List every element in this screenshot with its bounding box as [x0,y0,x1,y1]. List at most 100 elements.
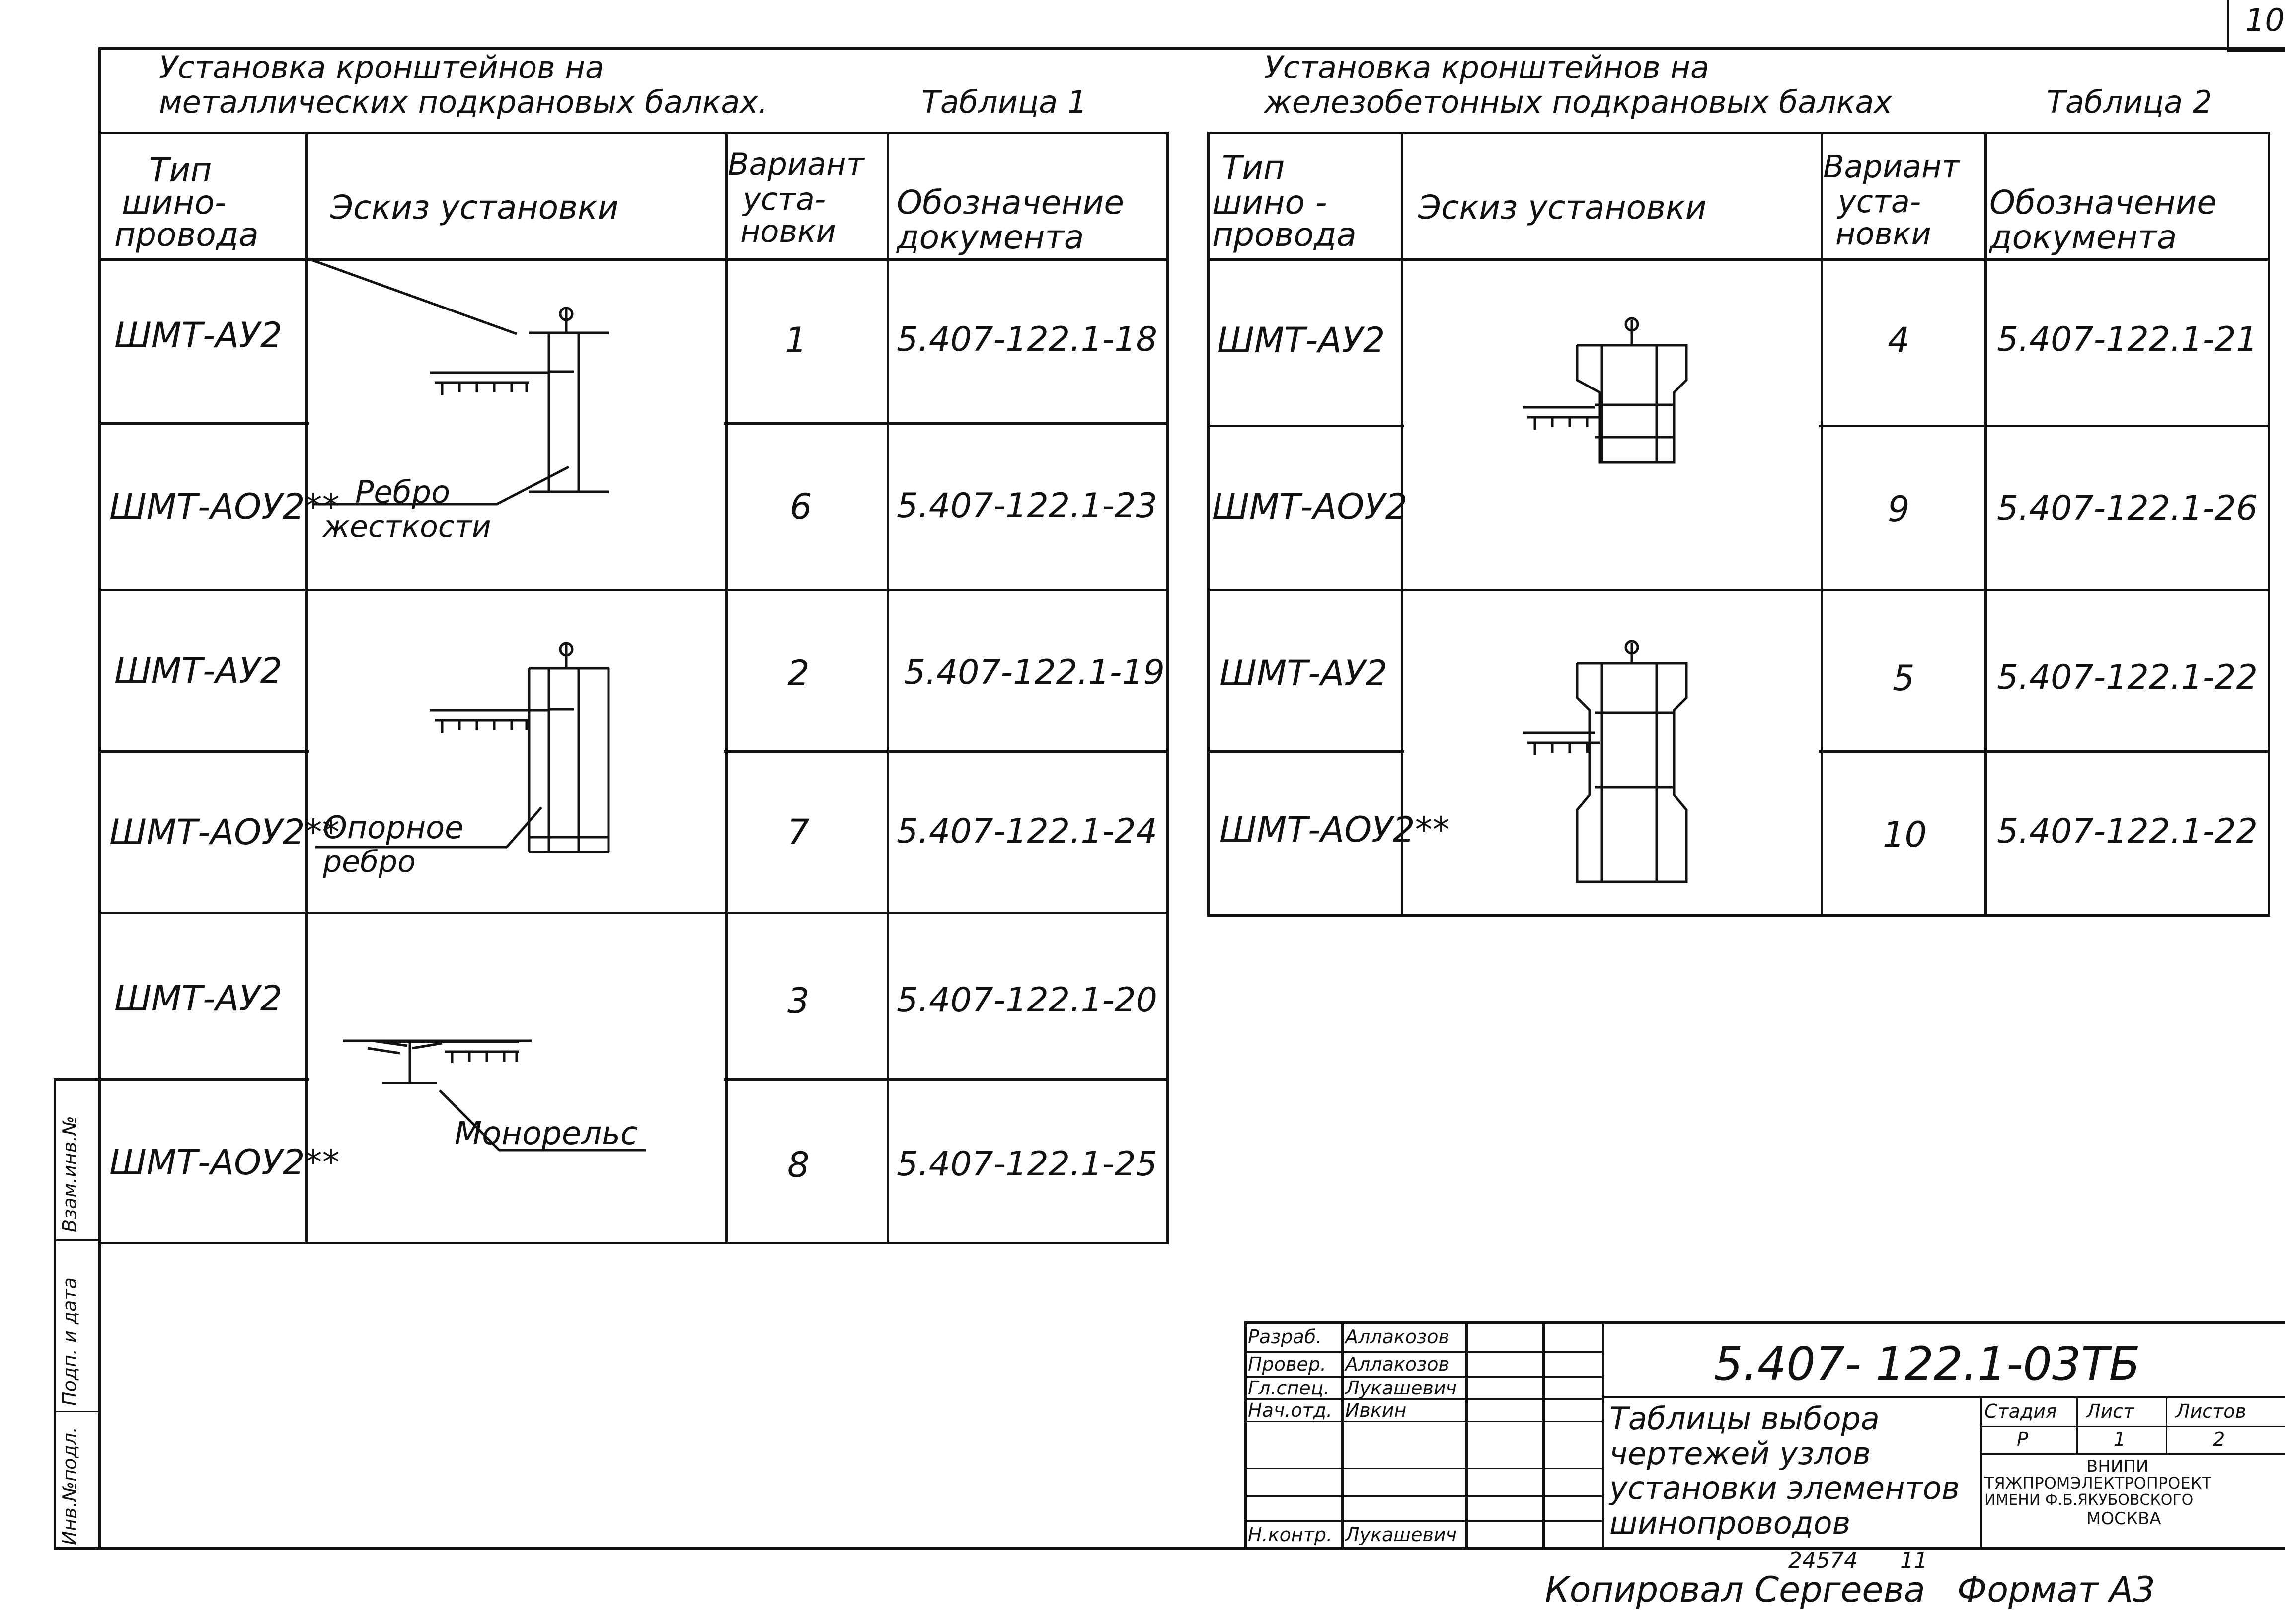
tb-role-7: Н.контр. [1248,1524,1333,1546]
tb-name-3: Лукашевич [1345,1377,1457,1399]
table2-header-variant-1: Вариант [1823,149,1960,185]
table1-row4-type: ШМТ-АОУ2** [109,812,340,852]
table1-row6-type: ШМТ-АОУ2** [109,1142,340,1183]
table2-header-variant-2: уста- [1838,183,1921,220]
side-stamp-podp: Подп. и дата [59,1277,80,1406]
table1-header-variant-2: уста- [743,181,826,217]
table2-row3-variant: 5 [1893,658,1915,698]
side-stamp-inv: Инв.№подл. [59,1426,80,1545]
side-stamp-vzam: Взам.инв.№ [59,1116,80,1232]
doc-title-line1: Таблицы выбора [1609,1400,1880,1437]
table2-header-variant-3: новки [1835,216,1931,252]
org-line1: ВНИПИ [2086,1457,2149,1476]
org-line3: ИМЕНИ Ф.Б.ЯКУБОВСКОГО [1984,1491,2194,1509]
label-support-rib: Опорное [323,809,464,846]
table1-row1-doc: 5.407-122.1-18 [897,320,1157,359]
table2-row1-doc: 5.407-122.1-21 [1997,320,2258,359]
table2-row4-doc: 5.407-122.1-22 [1997,812,2258,851]
label-rib: Ребро [355,474,451,510]
sketch-steel-beam-support [315,642,610,853]
footer-number: 24574 [1788,1548,1858,1573]
table2-row2-type: ШМТ-АОУ2** [1212,486,1443,527]
footer-format: Формат А3 [1957,1569,2155,1610]
table1-header-doc-1: Обозначение [897,183,1124,222]
table2-header-doc-2: документа [1989,218,2177,256]
tb-sheets-header: Листов [2176,1400,2246,1422]
tb-sheets: 2 [2213,1428,2225,1450]
table1-header-sketch: Эскиз установки [330,188,619,227]
side-stamp-divider [54,1239,101,1241]
table2-row4-type: ШМТ-АОУ2** [1219,809,1450,850]
footer-number-sheet: 11 [1900,1548,1928,1573]
tb-name-1: Аллакозов [1345,1326,1449,1348]
table2-row3-type: ШМТ-АУ2 [1219,653,1388,694]
table1-header-type-2: шино- [122,183,227,222]
table2-header-type-2: шино - [1212,183,1327,222]
table2-row4-variant: 10 [1883,814,1927,855]
footer-copied: Копировал Сергеева [1545,1569,1925,1610]
table1-row2-variant: 6 [790,486,812,527]
org-line2: ТЯЖПРОМЭЛЕКТРОПРОЕКТ [1984,1474,2211,1493]
label-rib-2: жесткости [323,509,491,544]
table1-row2-type: ШМТ-АОУ2** [109,486,340,527]
table2-caption-line1: Установка кронштейнов на [1264,49,1709,85]
table1-row5-type: ШМТ-АУ2 [114,978,283,1019]
tb-role-1: Разраб. [1248,1326,1322,1348]
tb-role-4: Нач.отд. [1248,1399,1333,1421]
table1-row3-doc: 5.407-122.1-19 [904,653,1165,692]
side-stamp-divider [54,1411,101,1412]
tb-name-4: Ивкин [1345,1399,1407,1421]
drawing-frame [98,47,2285,1550]
tb-role-2: Провер. [1248,1353,1326,1375]
document-designation: 5.407- 122.1-03ТБ [1714,1337,2140,1391]
table1-caption-line2: металлических подкрановых балках. [159,84,768,120]
table2-header-type-3: провода [1212,216,1357,254]
table1-header-type-3: провода [114,216,259,254]
table1-header-type-1: Тип [149,151,212,189]
table2-row2-doc: 5.407-122.1-26 [1997,489,2258,528]
table1-row1-variant: 1 [785,320,807,361]
doc-title-line3: установки элементов [1609,1470,1960,1506]
table1-row3-type: ШМТ-АУ2 [114,650,283,691]
table1-caption-line1: Установка кронштейнов на [159,49,604,85]
sketch-monorail [343,1039,646,1152]
doc-title-line4: шинопроводов [1609,1505,1851,1541]
table1-row5-variant: 3 [787,981,810,1021]
table1-row1-type: ШМТ-АУ2 [114,315,283,356]
table1-row5-doc: 5.407-122.1-20 [897,981,1157,1020]
table1-header-variant-1: Вариант [728,146,864,182]
tb-stage: Р [2017,1428,2028,1450]
tb-role-3: Гл.спец. [1248,1377,1330,1399]
sketch-steel-beam-rib [308,257,609,506]
doc-title-line2: чертежей узлов [1609,1435,1871,1471]
table2-caption-line2: железобетонных подкрановых балках [1264,84,1893,120]
table1-row4-doc: 5.407-122.1-24 [897,812,1157,851]
table1-row2-doc: 5.407-122.1-23 [897,486,1157,526]
table1-row6-variant: 8 [787,1145,810,1185]
table1-row3-variant: 2 [787,653,810,694]
sketch-mask [1406,261,1818,422]
table1-header-variant-3: новки [740,213,836,249]
table1-row4-variant: 7 [787,812,810,852]
table2-header-type-1: Тип [1222,149,1285,187]
label-support-rib-2: ребро [323,845,416,879]
table2-label: Таблица 2 [2047,84,2212,120]
sketch-concrete-beam-clean [1523,317,1688,464]
table2-header-doc-1: Обозначение [1989,183,2217,222]
tb-name-7: Лукашевич [1345,1524,1457,1546]
tb-sheet: 1 [2114,1428,2126,1450]
tb-sheet-header: Лист [2086,1400,2134,1422]
label-monorail: Монорельс [455,1115,638,1152]
sheet-number-box-line [2227,50,2285,52]
table1-row6-doc: 5.407-122.1-25 [897,1145,1157,1184]
table2-row3-doc: 5.407-122.1-22 [1997,658,2258,697]
table2-header-sketch: Эскиз установки [1418,188,1707,227]
org-line4: МОСКВА [2086,1509,2161,1529]
table2-row2-variant: 9 [1888,489,1910,530]
table2-row1-type: ШМТ-АУ2 [1217,320,1385,361]
sketch-mask [1406,427,1818,586]
tb-name-2: Аллакозов [1345,1353,1449,1375]
table1-label: Таблица 1 [921,84,1087,120]
table1-header-doc-2: документа [897,218,1084,256]
sketch-concrete-beam-2 [1523,640,1688,883]
